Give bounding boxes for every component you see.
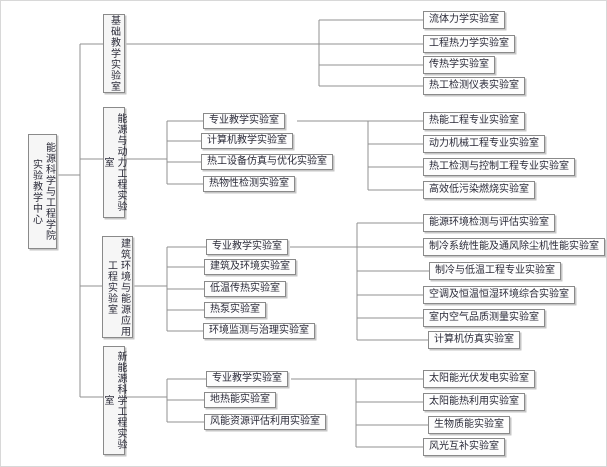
mid-node: 建筑及环境实验室 <box>204 259 296 275</box>
branch-node-label: 能源与动力工程实验室 <box>102 113 126 212</box>
branch-node-label-col1: 建筑环境与能源应用 <box>118 237 130 337</box>
leaf-node: 传热学实验室 <box>423 56 495 74</box>
mid-node: 计算机教学实验室 <box>201 133 293 149</box>
leaf-node: 生物质能实验室 <box>428 416 510 434</box>
leaf-node: 太阳能热利用实验室 <box>423 393 525 411</box>
branch-node-label: 基础教学实验室 <box>108 15 120 92</box>
connector-branch3 <box>133 222 429 341</box>
leaf-node: 空调及恒温恒湿环境综合实验室 <box>423 286 575 304</box>
leaf-node: 室内空气品质测量实验室 <box>423 309 545 327</box>
mid-node: 环境监测与治理实验室 <box>203 323 315 339</box>
leaf-node: 制冷与低温工程专业实验室 <box>429 262 561 280</box>
leaf-node: 热工检测仪表实验室 <box>423 77 525 95</box>
mid-node: 热物性检测实验室 <box>203 176 295 192</box>
leaf-node: 风光互补实验室 <box>423 438 505 456</box>
mid-node: 热工设备仿真与优化实验室 <box>201 154 333 170</box>
connector-branch4 <box>125 378 428 448</box>
leaf-node: 太阳能光伏发电实验室 <box>423 370 535 388</box>
mid-node: 地热能实验室 <box>204 392 276 408</box>
branch-node-basic-teaching: 基础教学实验室 <box>103 14 125 93</box>
mid-node: 热泵实验室 <box>204 302 266 318</box>
mid-node: 低温传热实验室 <box>204 281 286 297</box>
mid-node: 专业教学实验室 <box>206 239 288 255</box>
leaf-node: 工程热力学实验室 <box>423 35 515 53</box>
leaf-node: 能源环境检测与评估实验室 <box>423 214 555 232</box>
mid-node: 风能资源评估利用实验室 <box>204 414 326 430</box>
leaf-node: 热工检测与控制工程专业实验室 <box>423 158 575 176</box>
branch-node-new-energy: 新能源科学工程实验室 <box>102 346 126 455</box>
root-node: 能源科学与工程学院 实验教学中心 <box>28 134 57 249</box>
leaf-node: 计算机仿真实验室 <box>428 331 520 349</box>
root-node-label-col2: 实验教学中心 <box>30 158 42 225</box>
branch-node-energy-power: 能源与动力工程实验室 <box>102 107 126 218</box>
leaf-node: 流体力学实验室 <box>423 11 505 29</box>
branch-node-building-environment: 建筑环境与能源应用 工程实验室 <box>102 236 133 338</box>
connector-branch2 <box>125 120 423 191</box>
branch-node-label-col2: 工程实验室 <box>105 259 117 315</box>
leaf-node: 高效低污染燃烧实验室 <box>423 181 535 199</box>
root-node-label-col1: 能源科学与工程学院 <box>43 142 55 241</box>
mid-node: 专业教学实验室 <box>206 371 288 387</box>
leaf-node: 热能工程专业实验室 <box>423 112 525 130</box>
connector-branch1 <box>125 19 423 87</box>
connector-trunk <box>57 43 103 398</box>
leaf-node: 动力机械工程专业实验室 <box>423 135 545 153</box>
mid-node: 专业教学实验室 <box>203 113 285 129</box>
leaf-node: 制冷系统性能及通风除尘机性能实验室 <box>423 238 605 256</box>
branch-node-label: 新能源科学工程实验室 <box>102 351 126 450</box>
